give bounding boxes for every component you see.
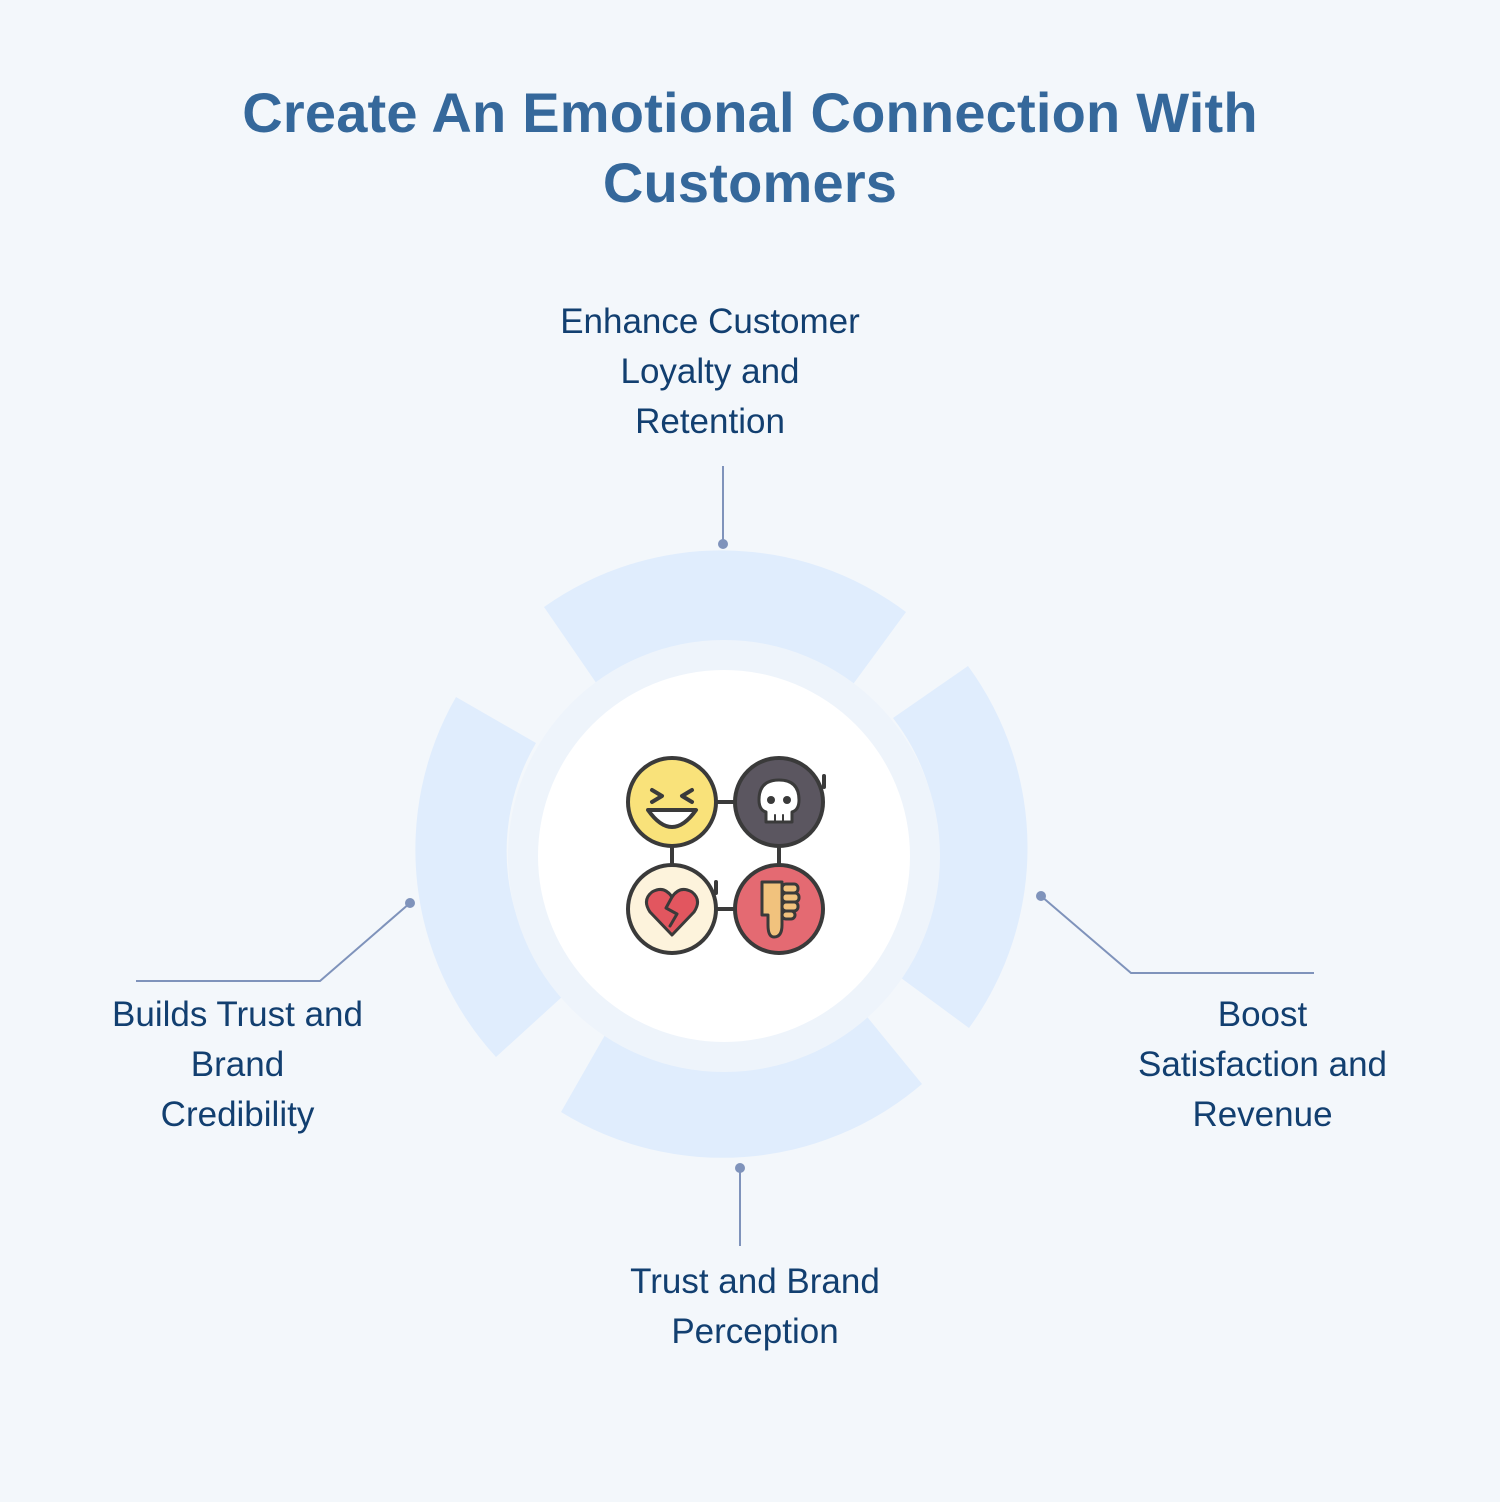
- label-boost-satisfaction: Boost Satisfaction and Revenue: [1137, 995, 1388, 1134]
- ring-segment-left: [415, 697, 563, 1057]
- ring-segment-right: [893, 666, 1028, 1028]
- emotions-icon: [626, 756, 826, 955]
- connector-bottom-dot: [735, 1163, 745, 1173]
- page-title: Create An Emotional Connection With Cust…: [242, 81, 1258, 214]
- center-circle: [538, 670, 910, 1042]
- skull-icon: [733, 756, 825, 848]
- ring-segment-top: [544, 550, 906, 687]
- label-trust-perception: Trust and Brand Perception: [630, 1262, 880, 1351]
- ring-segment-bottom: [561, 1013, 922, 1158]
- laughing-face-icon: [626, 756, 718, 848]
- ring-segments: [415, 550, 1028, 1158]
- connector-left: [136, 902, 411, 982]
- label-enhance-loyalty: Enhance Customer Loyalty and Retention: [560, 302, 860, 441]
- connector-top-dot: [718, 539, 728, 549]
- broken-heart-icon: [626, 863, 718, 955]
- connectors: [136, 466, 1314, 1246]
- thumbs-down-icon: [733, 863, 825, 955]
- connector-left-dot: [405, 898, 415, 908]
- label-builds-trust: Builds Trust and Brand Credibility: [112, 995, 363, 1134]
- connector-right: [1040, 895, 1314, 974]
- connector-right-dot: [1036, 891, 1046, 901]
